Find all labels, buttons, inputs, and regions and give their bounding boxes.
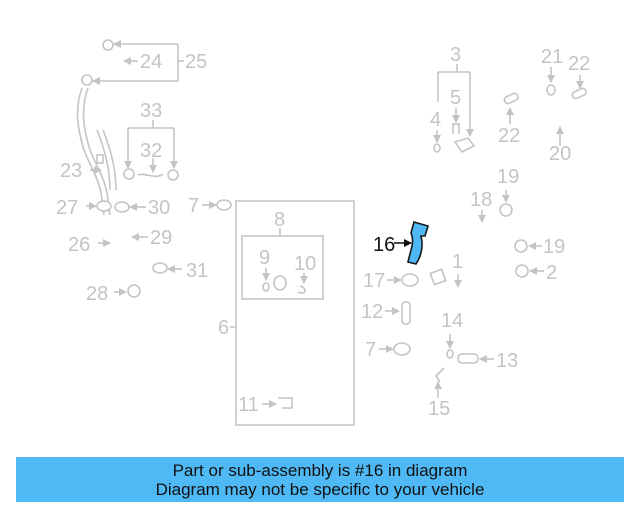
part-group-17-12-7: 17 12 7 bbox=[361, 270, 419, 361]
callout-16[interactable]: 16 bbox=[373, 234, 395, 256]
callout-15[interactable]: 15 bbox=[428, 398, 450, 420]
part-group-24-25: 24 25 bbox=[81, 39, 207, 86]
callout-5[interactable]: 5 bbox=[450, 87, 461, 109]
callout-27[interactable]: 27 bbox=[56, 197, 78, 219]
callout-11[interactable]: 11 bbox=[238, 394, 259, 416]
callout-3[interactable]: 3 bbox=[450, 44, 461, 66]
part-group-13-14-15: 14 13 15 bbox=[428, 310, 518, 420]
callout-9[interactable]: 9 bbox=[259, 247, 270, 269]
banner-line-2: Diagram may not be specific to your vehi… bbox=[155, 479, 485, 499]
callout-7-upper[interactable]: 7 bbox=[188, 195, 199, 217]
callout-22-left[interactable]: 22 bbox=[498, 125, 520, 147]
callout-19-upper[interactable]: 19 bbox=[497, 166, 519, 188]
callout-6[interactable]: 6 bbox=[218, 317, 229, 339]
info-banner: Part or sub-assembly is #16 in diagram D… bbox=[16, 457, 624, 502]
callout-33[interactable]: 33 bbox=[140, 100, 162, 122]
callout-18[interactable]: 18 bbox=[470, 189, 492, 211]
callout-24[interactable]: 24 bbox=[140, 51, 162, 73]
callout-21[interactable]: 21 bbox=[541, 46, 563, 68]
callout-13[interactable]: 13 bbox=[496, 350, 518, 372]
parts-diagram: 24 25 23 33 32 27 30 bbox=[56, 39, 607, 426]
part-group-32-33: 33 32 bbox=[123, 100, 179, 181]
callout-12[interactable]: 12 bbox=[361, 301, 383, 323]
callout-28[interactable]: 28 bbox=[86, 283, 108, 305]
callout-1[interactable]: 1 bbox=[452, 251, 463, 273]
callout-32[interactable]: 32 bbox=[140, 140, 162, 162]
part-group-3-4-5: 3 5 4 bbox=[430, 44, 476, 154]
part-group-20-21-22: 21 22 22 20 bbox=[498, 46, 607, 165]
callout-22-right[interactable]: 22 bbox=[568, 53, 590, 75]
part-group-1-2-18-19: 1 18 19 19 2 bbox=[429, 166, 565, 317]
callout-29[interactable]: 29 bbox=[150, 227, 172, 249]
callout-26[interactable]: 26 bbox=[68, 234, 90, 256]
callout-30[interactable]: 30 bbox=[148, 197, 170, 219]
part-16-highlighted[interactable]: 16 bbox=[373, 221, 429, 265]
callout-31[interactable]: 31 bbox=[186, 260, 208, 282]
callout-2[interactable]: 2 bbox=[546, 262, 557, 284]
callout-17[interactable]: 17 bbox=[363, 270, 385, 292]
callout-23[interactable]: 23 bbox=[60, 160, 82, 182]
part-7-upper: 7 bbox=[188, 195, 232, 217]
banner-line-1: Part or sub-assembly is #16 in diagram bbox=[172, 460, 468, 480]
callout-20[interactable]: 20 bbox=[549, 143, 571, 165]
part-group-26-31: 27 30 26 29 31 28 bbox=[56, 197, 208, 305]
callout-8[interactable]: 8 bbox=[274, 209, 285, 231]
callout-10[interactable]: 10 bbox=[294, 253, 316, 275]
part-23-pipe: 23 bbox=[60, 87, 117, 216]
callout-25[interactable]: 25 bbox=[185, 51, 207, 73]
callout-14[interactable]: 14 bbox=[441, 310, 463, 332]
part-group-6: 6 8 9 10 11 bbox=[218, 200, 355, 426]
callout-7-lower[interactable]: 7 bbox=[365, 339, 376, 361]
callout-19-lower[interactable]: 19 bbox=[543, 236, 565, 258]
callout-4[interactable]: 4 bbox=[430, 109, 441, 131]
